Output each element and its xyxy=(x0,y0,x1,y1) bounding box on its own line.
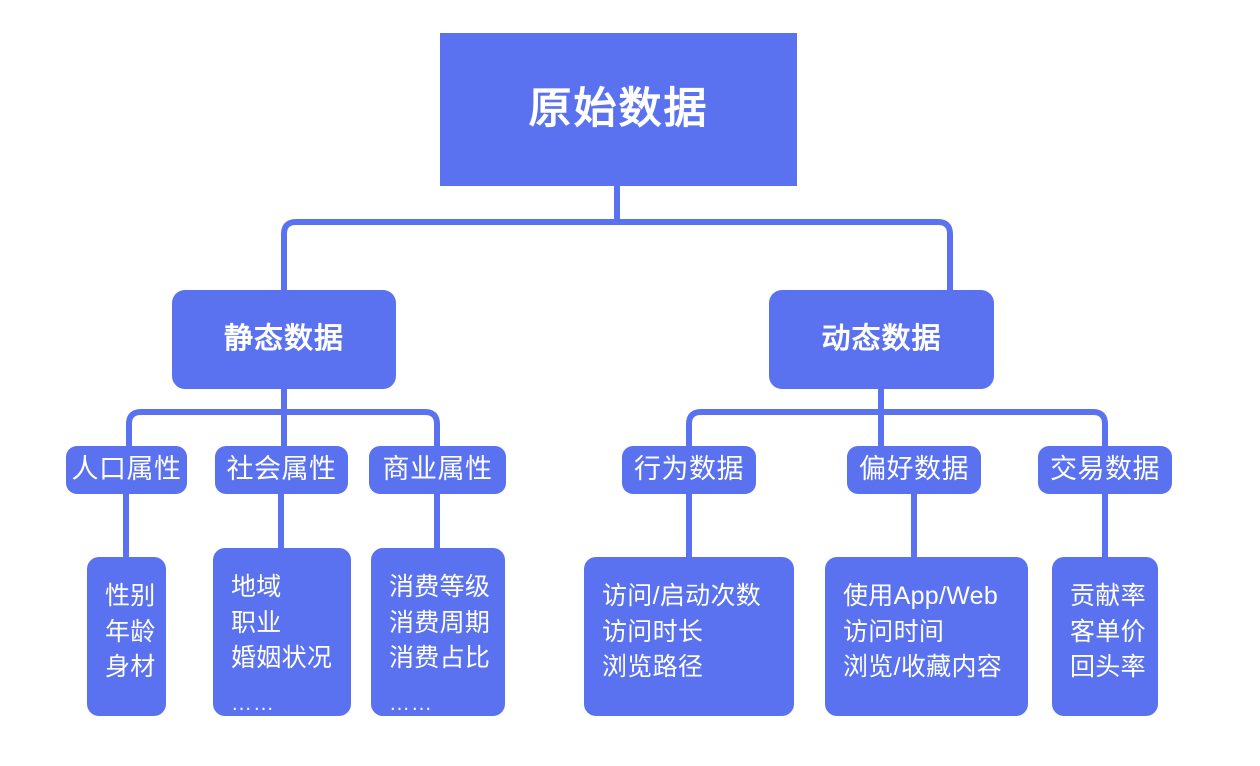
leaf-transaction-text: 贡献率 客单价 回头率 xyxy=(1070,582,1146,681)
node-static-data[interactable]: 静态数据 xyxy=(172,290,396,389)
leaf-preference-text: 使用App/Web 访问时间 浏览/收藏内容 xyxy=(843,582,1003,681)
node-social-attributes[interactable]: 社会属性 xyxy=(215,446,348,494)
leaf-demographic-text: 性别 年龄 身材 xyxy=(105,582,156,681)
node-behavior-data[interactable]: 行为数据 xyxy=(622,446,756,494)
leaf-social-details[interactable]: 地域 职业 婚姻状况 …… xyxy=(213,548,351,716)
leaf-demographic-ellipsis: …… xyxy=(105,700,149,724)
leaf-demographic-details[interactable]: 性别 年龄 身材 …… xyxy=(87,557,166,724)
node-transaction-data[interactable]: 交易数据 xyxy=(1038,446,1172,494)
leaf-social-ellipsis: …… xyxy=(231,691,275,715)
leaf-commercial-text: 消费等级 消费周期 消费占比 xyxy=(389,573,491,672)
node-dynamic-data[interactable]: 动态数据 xyxy=(769,290,994,389)
node-commercial-attributes[interactable]: 商业属性 xyxy=(369,446,506,494)
connector-static-bus xyxy=(126,409,440,446)
leaf-transaction-ellipsis: …… xyxy=(1070,700,1114,724)
leaf-behavior-text: 访问/启动次数 访问时长 浏览路径 xyxy=(602,582,762,681)
connector-root-bus xyxy=(281,219,953,290)
node-preference-data[interactable]: 偏好数据 xyxy=(847,446,981,494)
leaf-transaction-details[interactable]: 贡献率 客单价 回头率 …… xyxy=(1052,557,1158,724)
leaf-preference-ellipsis: …… xyxy=(843,700,887,724)
node-root[interactable]: 原始数据 xyxy=(440,33,797,186)
leaf-behavior-ellipsis: …… xyxy=(602,700,646,724)
leaf-commercial-details[interactable]: 消费等级 消费周期 消费占比 …… xyxy=(371,548,505,716)
leaf-commercial-ellipsis: …… xyxy=(389,691,433,715)
connector-dynamic-bus xyxy=(686,409,1108,446)
leaf-social-text: 地域 职业 婚姻状况 xyxy=(231,573,333,672)
node-demographic-attributes[interactable]: 人口属性 xyxy=(66,446,187,494)
leaf-preference-details[interactable]: 使用App/Web 访问时间 浏览/收藏内容 …… xyxy=(825,557,1028,724)
leaf-behavior-details[interactable]: 访问/启动次数 访问时长 浏览路径 …… xyxy=(584,557,794,724)
